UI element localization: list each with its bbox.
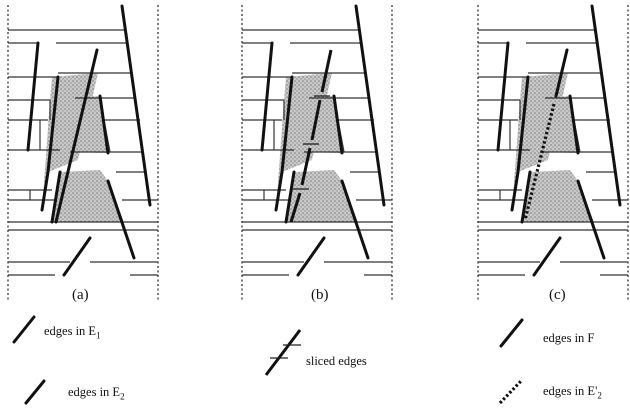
- legend-f-label: edges in F: [543, 331, 595, 345]
- panel-a: [6, 3, 160, 302]
- legend-sliced-swatch: [264, 329, 302, 376]
- legend-e2prime-label: edges in E'2: [543, 384, 602, 401]
- legend-sliced-label: sliced edges: [306, 354, 367, 368]
- panel-label-b: (b): [311, 287, 329, 303]
- panel-label-c: (c): [549, 287, 566, 303]
- legend-e1-swatch: [12, 315, 36, 344]
- panel-b: [240, 3, 394, 302]
- panel-label-a: (a): [72, 287, 89, 303]
- legend-e2-label: edges in E2: [68, 385, 125, 402]
- panel-c: [476, 3, 630, 302]
- legend-e2-swatch: [24, 379, 46, 405]
- legend-e1-label: edges in E1: [44, 324, 101, 341]
- legend-e2prime-swatch: [498, 378, 524, 405]
- legend-f-swatch: [499, 318, 524, 348]
